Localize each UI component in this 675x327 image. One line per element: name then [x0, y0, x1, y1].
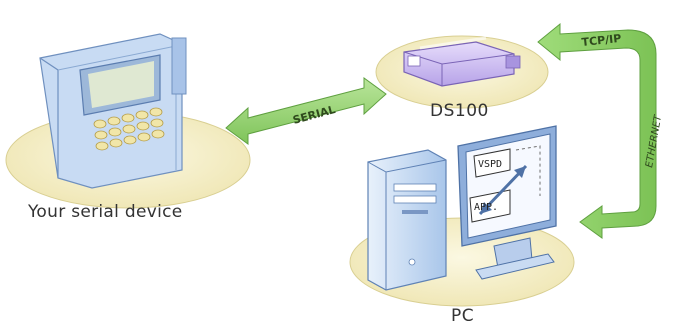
pc-monitor-icon	[457, 125, 557, 280]
tcpip-arrow-label: TCP/IP	[581, 32, 622, 49]
network-arrow: TCP/IP ETHERNET	[537, 22, 664, 239]
serial-device-icon	[39, 33, 187, 189]
serial-arrow: SERIAL	[225, 77, 387, 145]
serial-device-label: Your serial device	[28, 202, 183, 222]
ds100-icon	[403, 36, 521, 87]
app-screen-label: APP.	[474, 202, 498, 213]
ds100-label: DS100	[430, 101, 489, 121]
pc-tower-icon	[367, 149, 447, 291]
pc-label: PC	[451, 306, 475, 326]
vspd-screen-label: VSPD	[478, 159, 502, 170]
